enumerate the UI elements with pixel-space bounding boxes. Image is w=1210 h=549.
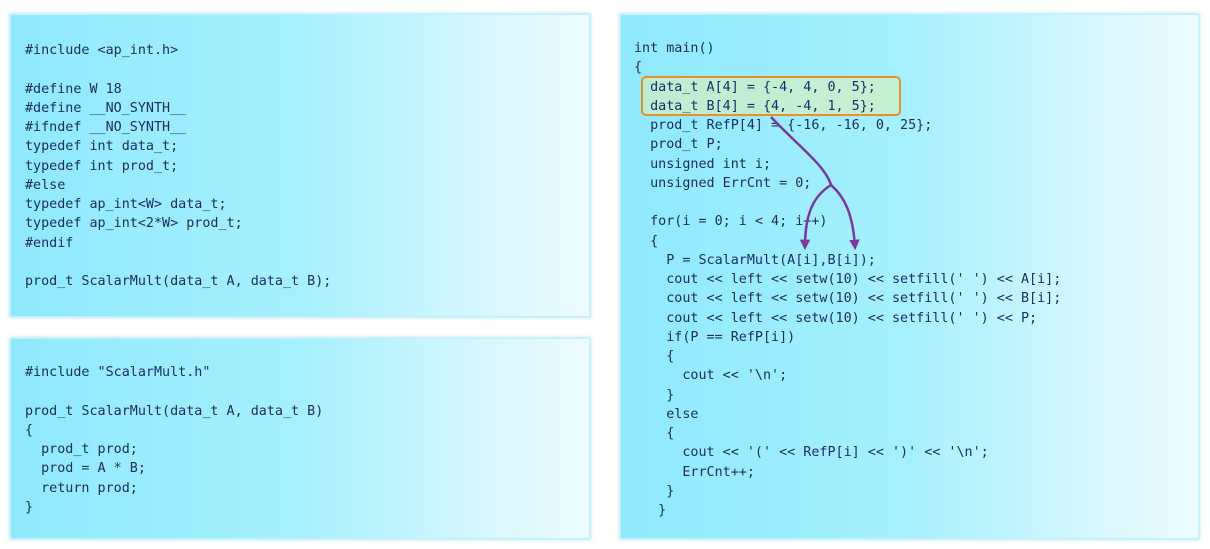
code-line: {	[634, 233, 659, 249]
code-line: {	[25, 422, 34, 438]
code-line: return prod;	[25, 480, 138, 496]
code-line: {	[634, 426, 675, 441]
code-line: cout << '\n';	[634, 368, 788, 384]
implementation-file-code: #include "ScalarMult.h" prod_t ScalarMult…	[25, 363, 323, 517]
code-line: #else	[25, 177, 66, 193]
code-line: cout << '(' << RefP[i] << ')' << '\n';	[634, 445, 989, 461]
code-line: ErrCnt++;	[634, 464, 755, 480]
code-line: #define W 18	[25, 81, 122, 97]
code-line: #include <ap_int.h>	[25, 43, 179, 58]
code-line: if(P == RefP[i])	[634, 329, 796, 345]
code-line: unsigned int i;	[634, 156, 772, 172]
code-line: prod_t P;	[634, 137, 723, 153]
code-line: else	[634, 406, 699, 422]
code-line: #ifndef __NO_SYNTH__	[25, 120, 187, 135]
code-line	[25, 253, 331, 272]
code-line: #define __NO_SYNTH__	[25, 100, 187, 116]
code-line	[25, 60, 331, 79]
main-file-panel: int main() { data_t A[4] = {-4, 4, 0, 5};…	[620, 14, 1199, 539]
arrow-to-b-index	[830, 184, 860, 251]
code-line: unsigned ErrCnt = 0;	[634, 175, 812, 191]
code-line: #endif	[25, 235, 74, 251]
code-line: #include "ScalarMult.h"	[25, 365, 211, 380]
code-line: {	[634, 60, 643, 76]
code-line: P = ScalarMult(A[i],B[i]);	[634, 252, 876, 268]
code-line: prod_t ScalarMult(data_t A, data_t B)	[25, 403, 324, 419]
arrow-to-a-index	[770, 116, 833, 251]
code-line: prod_t prod;	[25, 442, 138, 457]
array-highlight-box	[641, 76, 901, 116]
code-line: typedef int prod_t;	[25, 158, 179, 174]
code-line: }	[634, 387, 675, 403]
data-flow-arrows	[770, 116, 860, 251]
code-line: cout << left << setw(10) << setfill(' ')…	[634, 310, 1038, 326]
code-line: typedef ap_int<W> data_t;	[25, 197, 227, 212]
code-line: data_t B[4] = {4, -4, 1, 5};	[634, 98, 876, 114]
code-line: {	[634, 349, 675, 364]
code-line: }	[25, 499, 34, 515]
main-file-code: int main() { data_t A[4] = {-4, 4, 0, 5};…	[634, 39, 1061, 520]
code-line: prod_t RefP[4] = {-16, -16, 0, 25};	[634, 118, 933, 133]
header-file-panel: #include <ap_int.h> #define W 18 #define _…	[10, 14, 590, 317]
code-line: for(i = 0; i < 4; i++)	[634, 214, 828, 230]
code-line: typedef int data_t;	[25, 139, 179, 155]
code-line: int main()	[634, 41, 715, 56]
header-file-code: #include <ap_int.h> #define W 18 #define _…	[25, 41, 331, 291]
code-line: }	[634, 483, 675, 499]
code-line: cout << left << setw(10) << setfill(' ')…	[634, 291, 1062, 307]
code-line: }	[634, 503, 667, 518]
code-line: prod_t ScalarMult(data_t A, data_t B);	[25, 274, 332, 289]
code-line: prod = A * B;	[25, 461, 146, 477]
code-line: cout << left << setw(10) << setfill(' ')…	[634, 272, 1062, 287]
code-line	[25, 382, 323, 401]
implementation-file-panel: #include "ScalarMult.h" prod_t ScalarMult…	[10, 338, 590, 539]
code-line: data_t A[4] = {-4, 4, 0, 5};	[634, 79, 876, 95]
code-line: typedef ap_int<2*W> prod_t;	[25, 216, 243, 232]
